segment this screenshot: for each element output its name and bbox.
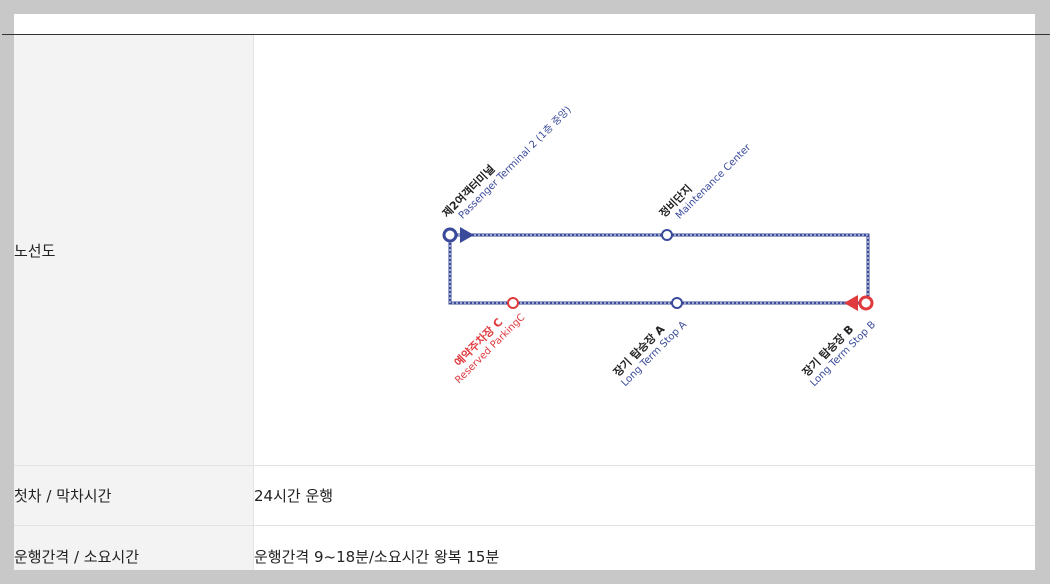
route-info-table: 노선도 제2여객터미널	[14, 35, 1035, 584]
stop-long-term-a: 장기 탑승장 A Long Term Stop A	[610, 297, 689, 389]
stop-reserved-parking-c: 예약주차장 C Reserved ParkingC	[451, 297, 527, 386]
route-line	[448, 233, 870, 305]
stop-label-en: Passenger Terminal 2 (1층 중앙)	[456, 104, 574, 222]
stop-maintenance-center: 정비단지 Maintenance Center	[656, 142, 754, 241]
table-row-route-map: 노선도 제2여객터미널	[14, 35, 1035, 466]
route-diagram: 제2여객터미널 Passenger Terminal 2 (1층 중앙) 정비단…	[439, 104, 878, 389]
direction-arrow-left-icon	[844, 295, 858, 311]
stop-label-en: Maintenance Center	[674, 142, 754, 222]
row-value-operating-hours: 24시간 운행	[253, 465, 1035, 526]
bottom-edge	[0, 570, 1050, 584]
route-info-panel: 노선도 제2여객터미널	[14, 14, 1035, 584]
row-label-operating-hours: 첫차 / 막차시간	[14, 465, 254, 526]
direction-arrow-right-icon	[460, 227, 474, 243]
table-row-operating-hours: 첫차 / 막차시간 24시간 운행	[14, 465, 1035, 526]
route-map: 제2여객터미널 Passenger Terminal 2 (1층 중앙) 정비단…	[254, 35, 1034, 465]
top-divider	[2, 34, 1050, 35]
row-label-route-map: 노선도	[14, 35, 254, 466]
stop-long-term-b: 장기 탑승장 B Long Term Stop B	[799, 295, 878, 389]
stop-terminal-2: 제2여객터미널 Passenger Terminal 2 (1층 중앙)	[439, 104, 574, 243]
